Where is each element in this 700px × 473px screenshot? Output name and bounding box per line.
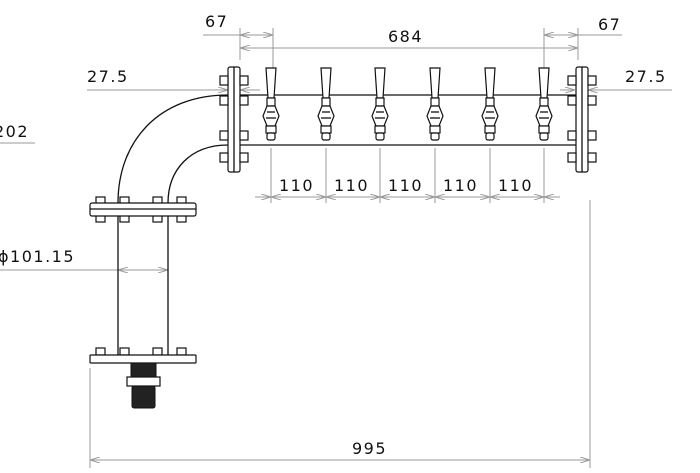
beer-tap	[481, 67, 499, 141]
tap-body	[317, 105, 335, 127]
dim-684: 684	[388, 27, 423, 46]
tap-handle	[320, 67, 332, 99]
tap-handle	[484, 67, 496, 99]
dim-995: 995	[352, 439, 387, 458]
dim-27-5-left: 27.5	[87, 67, 129, 86]
tap-handle	[538, 67, 550, 99]
dim-diameter: ϕ101.15	[0, 247, 75, 266]
left-flange	[219, 66, 249, 173]
elbow-pipe	[117, 94, 229, 355]
tap-body	[535, 105, 553, 127]
dimension-top: 67 684 67	[203, 12, 622, 68]
beer-tap	[262, 67, 280, 141]
dim-110: 110	[443, 176, 478, 195]
dim-202: 202	[0, 122, 29, 141]
dim-67-left: 67	[205, 12, 228, 31]
tap-body	[426, 105, 444, 127]
taps	[262, 67, 553, 141]
tap-handle	[429, 67, 441, 99]
beer-tap	[426, 67, 444, 141]
dim-67-right: 67	[598, 15, 621, 34]
tap-body	[481, 105, 499, 127]
beer-tap	[535, 67, 553, 141]
middle-flange	[89, 196, 197, 223]
dim-110: 110	[279, 176, 314, 195]
dimension-overall: 995	[89, 200, 591, 468]
right-flange	[567, 66, 597, 173]
tap-body	[371, 105, 389, 127]
manifold-pipe	[240, 94, 578, 146]
tap-handle	[374, 67, 386, 99]
tap-spacing-dimensions: 110 110 110 110 110	[255, 148, 560, 203]
tap-body	[262, 105, 280, 127]
dim-110: 110	[388, 176, 423, 195]
dim-110: 110	[334, 176, 369, 195]
beer-tap	[371, 67, 389, 141]
base-flange	[89, 347, 197, 409]
beer-tap	[317, 67, 335, 141]
dim-27-5-right: 27.5	[625, 67, 667, 86]
tap-handle	[265, 67, 277, 99]
dim-110: 110	[498, 176, 533, 195]
dimension-flange: 27.5 27.5 202 ϕ101.15	[0, 67, 672, 270]
